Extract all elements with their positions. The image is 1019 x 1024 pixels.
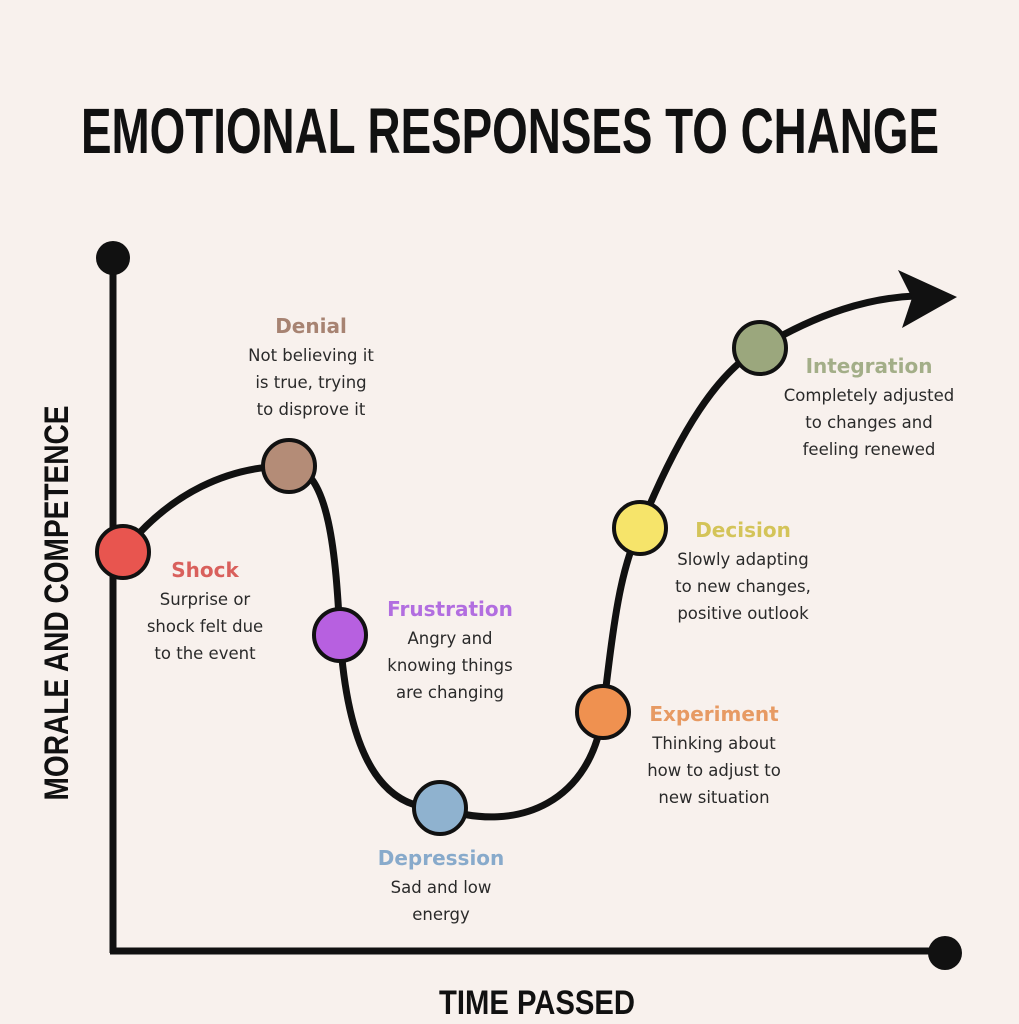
stage-marker-denial <box>261 438 317 494</box>
x-axis-label: TIME PASSED <box>439 984 635 1022</box>
stage-title-shock: Shock <box>171 558 239 582</box>
stage-marker-frustration <box>312 607 368 663</box>
stage-description-frustration: knowing things <box>387 656 512 675</box>
stage-description-frustration: are changing <box>396 683 504 702</box>
stage-description-shock: Surprise or <box>160 590 251 609</box>
diagram-title: EMOTIONAL RESPONSES TO CHANGE <box>81 95 939 167</box>
stage-description-depression: energy <box>412 905 470 924</box>
stage-description-integration: to changes and <box>805 413 932 432</box>
x-axis-end-dot <box>928 936 962 970</box>
stage-description-decision: to new changes, <box>675 577 811 596</box>
stage-description-denial: Not believing it <box>248 346 374 365</box>
stage-description-integration: Completely adjusted <box>784 386 954 405</box>
stage-description-shock: shock felt due <box>147 617 263 636</box>
y-axis-label: MORALE AND COMPETENCE <box>38 406 76 801</box>
stage-title-integration: Integration <box>806 354 933 378</box>
stage-marker-shock <box>95 524 151 580</box>
stage-marker-integration <box>732 320 788 376</box>
stage-description-denial: to disprove it <box>257 400 366 419</box>
stage-description-denial: is true, trying <box>255 373 366 392</box>
stage-title-denial: Denial <box>275 314 347 338</box>
stage-title-experiment: Experiment <box>649 702 779 726</box>
stage-description-decision: positive outlook <box>677 604 809 623</box>
y-axis-end-dot <box>96 241 130 275</box>
stage-title-decision: Decision <box>695 518 791 542</box>
stage-description-experiment: new situation <box>658 788 769 807</box>
stage-description-depression: Sad and low <box>391 878 492 897</box>
stage-description-integration: feeling renewed <box>803 440 936 459</box>
stage-marker-experiment <box>575 684 631 740</box>
stage-marker-depression <box>412 780 468 836</box>
stage-description-experiment: Thinking about <box>651 734 776 753</box>
stage-description-shock: to the event <box>154 644 256 663</box>
stage-description-experiment: how to adjust to <box>647 761 781 780</box>
stage-title-depression: Depression <box>378 846 505 870</box>
stage-marker-decision <box>612 500 668 556</box>
stage-description-decision: Slowly adapting <box>677 550 808 569</box>
stage-title-frustration: Frustration <box>387 597 513 621</box>
stage-description-frustration: Angry and <box>407 629 492 648</box>
curve-arrowhead <box>898 270 957 328</box>
